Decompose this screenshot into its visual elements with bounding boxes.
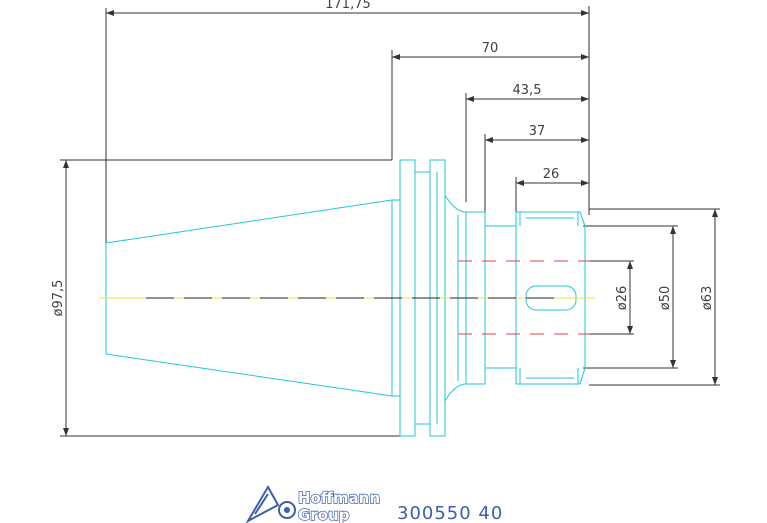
dim-overall-length-label: 171,75	[325, 0, 371, 12]
dim-length-70: 70	[391, 41, 589, 160]
dim-overall-length: 171,75	[105, 0, 590, 245]
dim-length-37-label: 37	[529, 124, 546, 139]
logo-line1: Hoffmann	[298, 489, 380, 507]
logo-mark-icon	[245, 484, 296, 523]
dim-dia-50: ø50	[583, 225, 678, 369]
dim-dia-63: ø63	[589, 208, 720, 386]
dim-length-26-label: 26	[543, 167, 560, 182]
dim-dia-50-label: ø50	[658, 286, 673, 311]
dim-dia-26: ø26	[578, 260, 634, 335]
dim-dia-97-5: ø97,5	[51, 159, 400, 437]
dim-dia-26-label: ø26	[615, 286, 630, 311]
dim-length-43-5-label: 43,5	[513, 83, 542, 98]
logo-line2: Group	[298, 506, 350, 523]
dim-length-26: 26	[515, 167, 589, 215]
dim-dia-97-5-label: ø97,5	[51, 280, 66, 317]
dim-length-43-5: 43,5	[465, 83, 589, 202]
part-number: 300550 40	[397, 503, 503, 523]
bore-hidden-lines	[458, 260, 590, 335]
dim-length-70-label: 70	[482, 41, 499, 56]
dim-dia-63-label: ø63	[700, 286, 715, 311]
dim-length-37: 37	[484, 124, 589, 222]
hoffmann-group-logo: Hoffmann Group	[245, 484, 381, 523]
